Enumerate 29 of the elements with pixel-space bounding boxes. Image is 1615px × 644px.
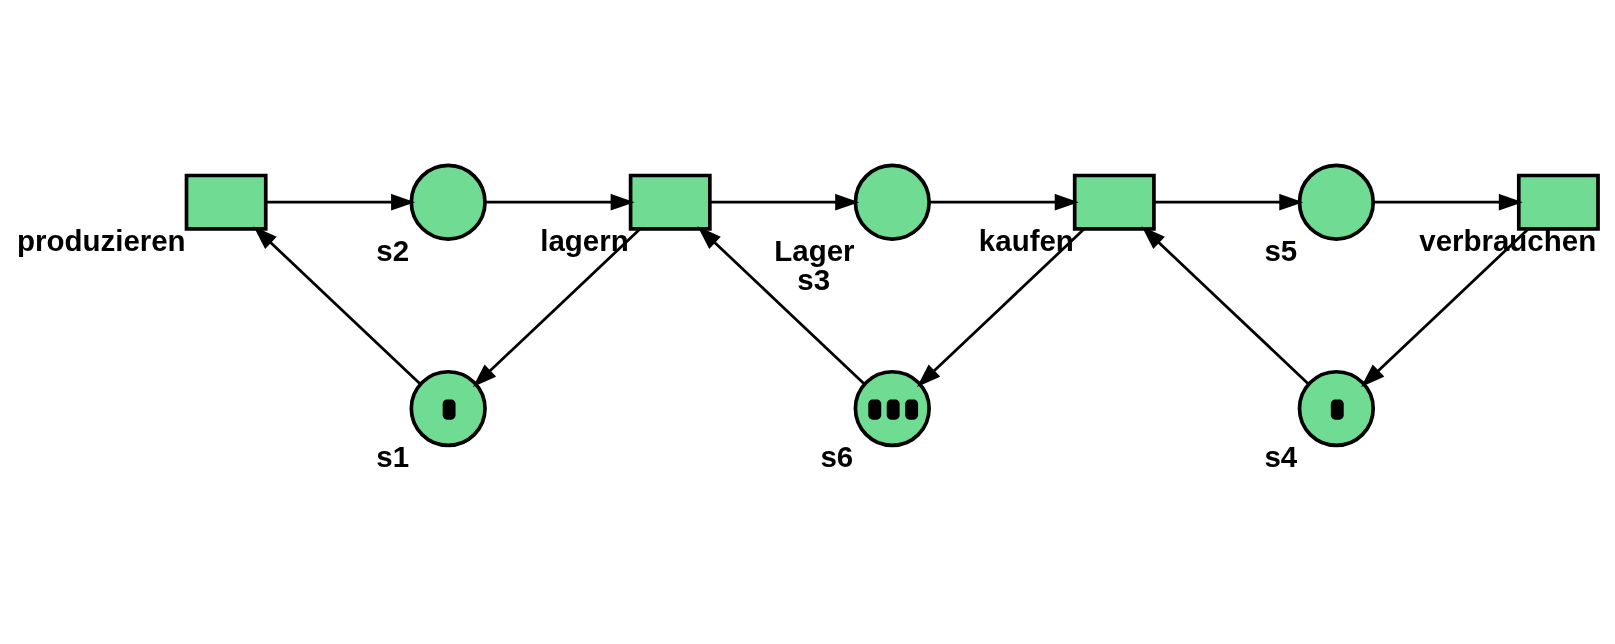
arrow: [1141, 226, 1310, 386]
arrow: [253, 226, 422, 386]
node-label: kaufen: [978, 223, 1074, 257]
node-circle: [1297, 163, 1376, 241]
node-label: lagern: [540, 223, 629, 257]
node-label: s1: [376, 440, 410, 474]
arrow: [697, 226, 866, 386]
arrow: [710, 193, 860, 211]
node-box: [1516, 173, 1600, 231]
arrow: [917, 228, 1085, 387]
node-label: s6: [820, 440, 854, 474]
arrow: [1154, 193, 1304, 211]
node-circle: [1297, 369, 1376, 448]
arrow: [929, 193, 1079, 211]
node-label: produzieren: [16, 223, 186, 257]
node-label: s2: [376, 233, 410, 267]
arrow: [266, 193, 416, 211]
node-circle: [853, 369, 931, 448]
node-label: s5: [1264, 233, 1298, 267]
node-label: s4: [1264, 440, 1298, 474]
arrow: [1373, 193, 1523, 211]
node-circle: [409, 369, 487, 448]
node-box: [1072, 173, 1156, 231]
node-circle: [409, 163, 487, 241]
node-box: [628, 173, 712, 231]
arrow: [472, 228, 641, 387]
arrow: [485, 193, 635, 211]
node-box: [184, 173, 268, 231]
node-circle: [853, 163, 931, 241]
